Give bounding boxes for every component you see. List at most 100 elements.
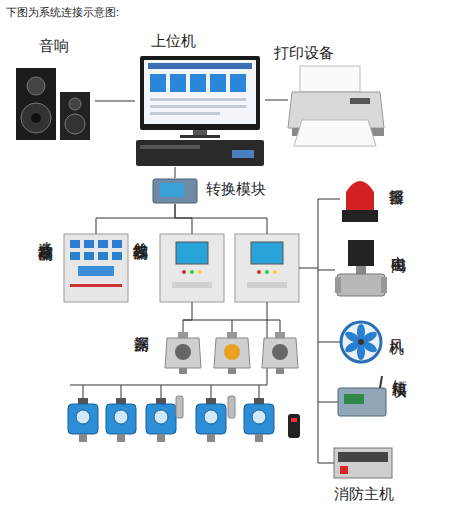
controller-illustration xyxy=(265,270,269,274)
fire-host-node: 消防主机 xyxy=(334,446,392,480)
blue-detector-illustration xyxy=(156,398,166,404)
controller-illustration xyxy=(172,282,212,288)
device-label: 上位机 xyxy=(151,33,196,50)
computer-illustration xyxy=(148,63,252,69)
wire-line xyxy=(211,385,212,398)
blue-detector-illustration xyxy=(228,396,235,418)
blue-detector-illustration xyxy=(117,434,125,442)
controller-illustration xyxy=(112,240,122,248)
blue-detector-illustration xyxy=(116,398,126,404)
fan-illustration xyxy=(341,322,381,362)
valve-illustration xyxy=(337,274,385,296)
valve-illustration xyxy=(335,277,341,293)
fire-host-illustration xyxy=(340,466,348,474)
wire-line xyxy=(161,385,162,398)
gas-detector-illustration xyxy=(275,332,285,338)
controller-illustration xyxy=(98,252,108,260)
controller-illustration xyxy=(198,270,202,274)
blue-detector-illustration xyxy=(176,396,183,418)
blue-detector-illustration xyxy=(206,398,216,404)
blue-detector-illustration xyxy=(255,434,263,442)
blue-detector-illustration xyxy=(68,396,300,442)
wire-line xyxy=(318,463,334,464)
gas-detector-illustration xyxy=(165,338,201,368)
connector-line xyxy=(265,100,288,101)
gas-detector-illustration xyxy=(179,368,187,374)
computer-illustration xyxy=(232,150,254,158)
device-label: 总线控制器 xyxy=(134,230,149,235)
speaker-node: 音响 xyxy=(15,62,95,140)
sms-module-illustration xyxy=(380,376,382,388)
connector-line xyxy=(175,167,176,178)
speaker-illustration xyxy=(16,68,56,140)
speaker-illustration xyxy=(65,114,85,134)
alarm-light-illustration xyxy=(346,181,374,210)
blue-detector-illustration xyxy=(196,404,226,434)
wire-line xyxy=(259,385,260,398)
device-label: 电磁阀 xyxy=(392,244,407,247)
device-label: 音响 xyxy=(39,38,69,55)
blue-detector-illustration xyxy=(106,404,136,434)
gas-detector-illustration xyxy=(262,338,298,368)
converter-illustration xyxy=(153,179,197,203)
alarm-light-illustration xyxy=(342,210,378,222)
computer-illustration xyxy=(150,74,166,92)
controller-illustration xyxy=(64,234,299,302)
fire-host-illustration xyxy=(334,448,392,478)
device-label: 消防主机 xyxy=(334,486,394,503)
device-label: 风机 xyxy=(390,327,405,329)
computer-illustration xyxy=(150,105,246,108)
detector-node: 探测器 xyxy=(163,332,203,374)
alarm-node: 报警器 xyxy=(340,175,380,223)
computer-illustration xyxy=(190,74,206,92)
blue-detector-illustration xyxy=(76,410,90,424)
blue-detector-illustration xyxy=(114,410,128,424)
speaker-illustration xyxy=(21,103,51,133)
controller-illustration xyxy=(84,240,94,248)
gas-detector-illustration xyxy=(228,368,236,374)
wire-line xyxy=(121,385,122,398)
blue-detector-illustration xyxy=(68,404,98,434)
wire-line xyxy=(83,385,84,398)
valve-illustration xyxy=(381,277,387,293)
converter-illustration xyxy=(153,179,197,203)
sms-module-illustration xyxy=(338,388,386,416)
device-label: 八通道控制器 xyxy=(39,230,54,236)
controller-illustration xyxy=(78,266,114,276)
wire-line xyxy=(318,270,335,271)
controller-illustration xyxy=(64,234,128,302)
computer-illustration xyxy=(170,74,186,92)
printer-illustration xyxy=(288,66,384,146)
page-title: 下图为系统连接示意图: xyxy=(6,5,119,20)
gas-detector-illustration xyxy=(272,344,288,360)
converter-illustration xyxy=(160,183,184,197)
device-label: 报警器 xyxy=(390,177,405,180)
sms-module-node: 短信模块 xyxy=(338,382,386,418)
computer-illustration xyxy=(136,56,264,166)
blue-detector-illustration xyxy=(204,410,218,424)
valve-node: 电磁阀 xyxy=(335,240,387,300)
gas-detector-illustration xyxy=(224,344,240,360)
computer-illustration xyxy=(144,60,256,124)
gas-detector-illustration xyxy=(175,344,191,360)
speaker-illustration xyxy=(60,92,90,140)
controller-illustration xyxy=(257,270,261,274)
connector-line xyxy=(183,302,192,332)
blue-detector-illustration xyxy=(79,434,87,442)
controller-illustration xyxy=(247,282,287,288)
fan-illustration xyxy=(341,322,381,362)
controller-illustration xyxy=(251,242,283,264)
computer-illustration xyxy=(180,135,220,138)
connector-line xyxy=(95,101,135,102)
fire-host-illustration xyxy=(334,448,392,478)
speaker-illustration xyxy=(69,98,81,110)
converter-node: 转换模块 xyxy=(152,178,198,204)
controller-illustration xyxy=(160,234,224,302)
gas-detector-illustration xyxy=(165,332,298,374)
controller-node: 八通道控制器 xyxy=(64,234,128,302)
computer-illustration xyxy=(140,145,200,149)
controller-illustration xyxy=(176,242,208,264)
